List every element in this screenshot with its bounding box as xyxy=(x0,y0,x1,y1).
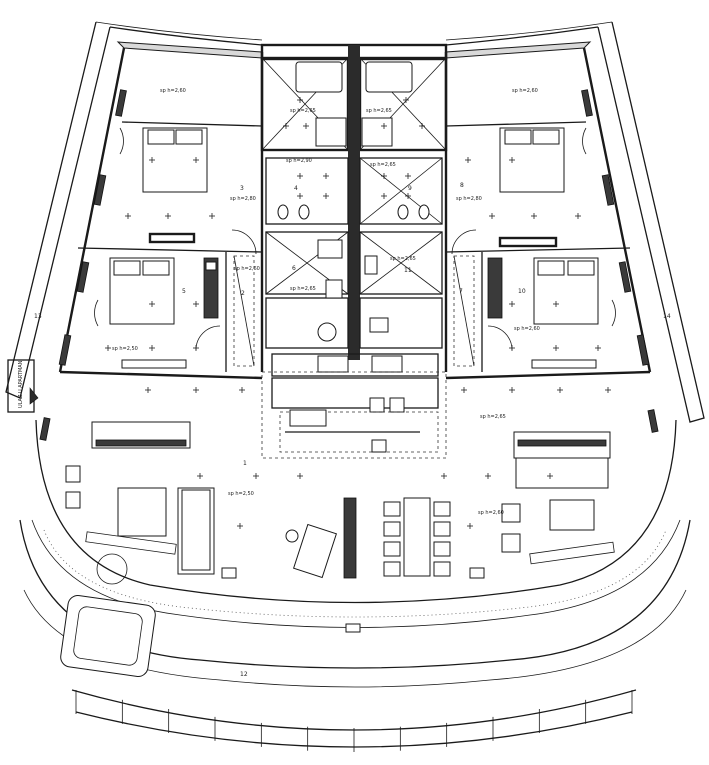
ceiling-height: sp h=2,60 xyxy=(512,88,538,94)
room-number: 9 xyxy=(408,185,412,192)
ceiling-light-icon xyxy=(193,387,199,393)
room-labels: 1 2 3 4 5 6 7 8 9 10 11 12 13 14 xyxy=(34,182,671,678)
room-number: 10 xyxy=(518,288,526,295)
ceiling-light-icon xyxy=(553,345,559,351)
ceiling-height: sp h=2,65 xyxy=(390,256,416,262)
ceiling-light-icon xyxy=(531,213,537,219)
ceiling-light-icon xyxy=(297,473,303,479)
ceiling-light-icon xyxy=(405,173,411,179)
ceiling-height: sp h=2,60 xyxy=(234,266,260,272)
ceiling-light-icon xyxy=(297,193,303,199)
ceiling-light-icon xyxy=(489,213,495,219)
bottom-planter-segments xyxy=(75,690,633,752)
ceiling-light-icon xyxy=(509,387,515,393)
ceiling-light-icon xyxy=(149,345,155,351)
room-number: 2 xyxy=(241,290,245,297)
ceiling-light-icon xyxy=(441,473,447,479)
room-number: 13 xyxy=(34,313,42,320)
ceiling-light-icon xyxy=(193,157,199,163)
ceiling-light-icon xyxy=(145,387,151,393)
ceiling-light-icon xyxy=(595,345,601,351)
ceiling-height: sp h=2,65 xyxy=(290,108,316,114)
ceiling-light-icon xyxy=(575,213,581,219)
ceiling-height: sp h=2,60 xyxy=(514,326,540,332)
entrance-marker[interactable]: ULAZ U APARTMAN xyxy=(18,360,39,408)
ceiling-light-icon xyxy=(105,345,111,351)
ceiling-light-icon xyxy=(193,301,199,307)
room-number: 3 xyxy=(240,185,244,192)
ceiling-light-icon xyxy=(405,193,411,199)
ceiling-height: sp h=2,90 xyxy=(286,158,312,164)
room-number: 12 xyxy=(240,671,248,678)
ceiling-light-icon xyxy=(165,213,171,219)
bathroom-core xyxy=(260,43,448,459)
ceiling-light-icon xyxy=(461,387,467,393)
room-number: 11 xyxy=(404,267,412,274)
ceiling-light-icon xyxy=(297,97,303,103)
ceiling-light-icon xyxy=(381,193,387,199)
ceiling-light-icon xyxy=(465,157,471,163)
ceiling-light-icon xyxy=(193,345,199,351)
ceiling-height: sp h=2,80 xyxy=(230,196,256,202)
ceiling-light-icon xyxy=(381,123,387,129)
outer-envelope xyxy=(5,21,705,423)
ceiling-height: sp h=2,60 xyxy=(478,510,504,516)
ceiling-height: sp h=2,65 xyxy=(370,162,396,168)
ceiling-light-icon xyxy=(303,123,309,129)
ceiling-height: sp h=2,65 xyxy=(290,286,316,292)
ceiling-height: sp h=2,65 xyxy=(480,414,506,420)
left-wing-walls xyxy=(39,41,264,441)
ceiling-light-icon xyxy=(323,193,329,199)
ceiling-light-icon xyxy=(509,301,515,307)
room-number: 14 xyxy=(663,313,671,320)
living-furniture xyxy=(60,421,615,677)
ceiling-height: sp h=2,65 xyxy=(366,108,392,114)
ceiling-height: sp h=2,60 xyxy=(160,88,186,94)
ceiling-light-icon xyxy=(323,173,329,179)
ceiling-light-icon xyxy=(209,213,215,219)
ceiling-light-icon xyxy=(149,301,155,307)
room-number: 8 xyxy=(460,182,464,189)
ceiling-light-icon xyxy=(237,523,243,529)
ceiling-light-icon xyxy=(605,387,611,393)
ceiling-light-icon xyxy=(381,173,387,179)
ceiling-light-icon xyxy=(509,345,515,351)
height-labels: sp h=2,60 sp h=2,80 sp h=2,65 sp h=2,65 … xyxy=(112,88,540,516)
entrance-arrow-icon xyxy=(29,387,39,405)
entrance-label: ULAZ U APARTMAN xyxy=(18,360,24,408)
ceiling-light-icon xyxy=(149,157,155,163)
ceiling-height: sp h=2,50 xyxy=(112,346,138,352)
room-number: 7 xyxy=(459,288,463,295)
room-number: 4 xyxy=(294,185,298,192)
ceiling-light-icon xyxy=(253,473,259,479)
ceiling-light-icon xyxy=(125,213,131,219)
ceiling-lights xyxy=(105,97,611,529)
ceiling-height: sp h=2,50 xyxy=(228,491,254,497)
ceiling-light-icon xyxy=(239,387,245,393)
ceiling-light-icon xyxy=(557,387,563,393)
ceiling-light-icon xyxy=(403,97,409,103)
ceiling-light-icon xyxy=(467,523,473,529)
ceiling-light-icon xyxy=(547,473,553,479)
room-number: 1 xyxy=(243,460,247,467)
ceiling-light-icon xyxy=(553,301,559,307)
ceiling-light-icon xyxy=(509,157,515,163)
ceiling-light-icon xyxy=(297,173,303,179)
ceiling-height: sp h=2,80 xyxy=(456,196,482,202)
ceiling-light-icon xyxy=(283,123,289,129)
room-number: 5 xyxy=(182,288,186,295)
ceiling-light-icon xyxy=(197,473,203,479)
bedroom-furniture xyxy=(94,127,616,369)
terrace-outlines xyxy=(19,419,691,748)
ceiling-light-icon xyxy=(419,123,425,129)
ceiling-light-icon xyxy=(485,473,491,479)
room-number: 6 xyxy=(292,265,296,272)
